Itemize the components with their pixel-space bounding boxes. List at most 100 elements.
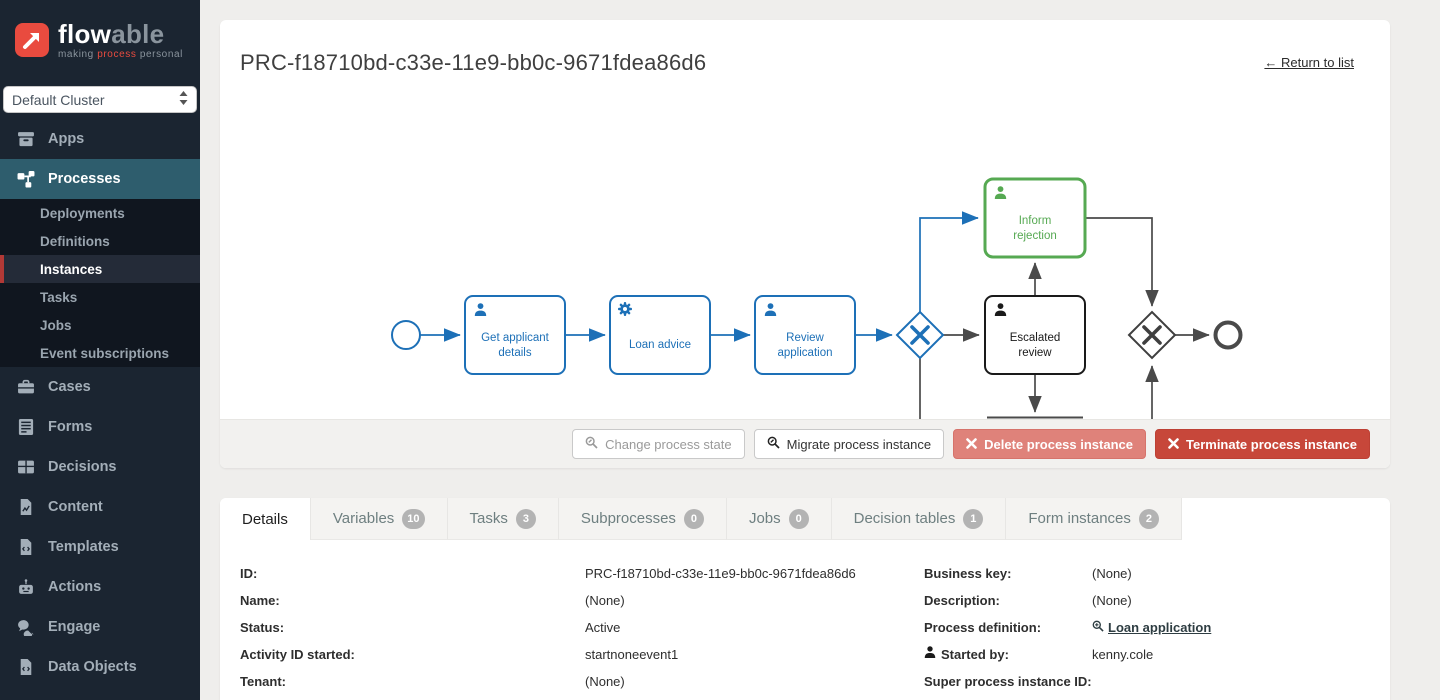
flowable-logo-icon bbox=[15, 23, 49, 57]
bpmn-task-loan-advice: Loan advice bbox=[609, 295, 711, 375]
logo-tagline: making process personal bbox=[58, 48, 183, 60]
svg-text:Loan advice: Loan advice bbox=[629, 339, 691, 351]
chat-bubbles-icon bbox=[17, 618, 35, 636]
detail-value-started-by: kenny.cole bbox=[1092, 646, 1154, 662]
process-instance-panel: Get applicant details Loan advice Review… bbox=[220, 20, 1390, 468]
detail-label-name: Name: bbox=[240, 592, 280, 608]
panel-header: PRC-f18710bd-c33e-11e9-bb0c-9671fdea86d6… bbox=[220, 20, 1390, 76]
process-definition-link[interactable]: Loan application bbox=[1092, 620, 1211, 635]
detail-label-activity-id-started: Activity ID started: bbox=[240, 646, 355, 662]
sidebar-item-decisions[interactable]: Decisions bbox=[0, 447, 200, 487]
bpmn-task-get-applicant-details: Get applicant details bbox=[464, 295, 566, 375]
svg-text:Review: Review bbox=[786, 332, 824, 344]
sidebar-item-processes[interactable]: Processes bbox=[0, 159, 200, 199]
count-badge: 0 bbox=[788, 508, 809, 529]
sidebar-item-engage[interactable]: Engage bbox=[0, 607, 200, 647]
svg-text:rejection: rejection bbox=[1013, 230, 1056, 242]
sidebar-item-content[interactable]: Content bbox=[0, 487, 200, 527]
cluster-select[interactable]: Default Cluster bbox=[3, 86, 197, 113]
detail-label-id: ID: bbox=[240, 565, 258, 581]
select-updown-icon bbox=[179, 91, 188, 108]
sidebar-subitem-jobs[interactable]: Jobs bbox=[40, 317, 72, 333]
file-code-icon bbox=[17, 658, 35, 676]
return-to-list-link[interactable]: ← Return to list bbox=[1264, 55, 1354, 70]
decision-table-icon bbox=[17, 458, 35, 476]
count-badge: 3 bbox=[515, 508, 536, 529]
sidebar-item-forms[interactable]: Forms bbox=[0, 407, 200, 447]
terminate-process-instance-button[interactable]: Terminate process instance bbox=[1155, 429, 1370, 459]
flowable-logo: flowable making process personal bbox=[0, 0, 200, 80]
migrate-process-instance-button[interactable]: Migrate process instance bbox=[753, 429, 945, 459]
tab-details[interactable]: Details bbox=[220, 498, 311, 540]
delete-process-instance-button[interactable]: Delete process instance bbox=[953, 429, 1146, 459]
detail-value-activity-id-started: startnoneevent1 bbox=[585, 646, 679, 662]
cluster-select-value: Default Cluster bbox=[12, 91, 105, 108]
sidebar-item-templates[interactable]: Templates bbox=[0, 527, 200, 567]
detail-value-name: (None) bbox=[585, 592, 625, 608]
magnifier-edit-icon bbox=[767, 436, 780, 452]
svg-text:Inform: Inform bbox=[1019, 215, 1052, 227]
user-icon bbox=[924, 646, 936, 662]
svg-text:application: application bbox=[778, 347, 833, 359]
bpmn-task-escalated-review: Escalated review bbox=[984, 295, 1086, 375]
robot-icon bbox=[17, 578, 35, 596]
sidebar-subitem-event-subscriptions[interactable]: Event subscriptions bbox=[40, 345, 170, 361]
briefcase-icon bbox=[17, 378, 35, 396]
bpmn-end-event bbox=[1213, 320, 1243, 350]
sidebar-subitem-tasks[interactable]: Tasks bbox=[40, 289, 78, 305]
processes-icon bbox=[17, 170, 35, 188]
page-title: PRC-f18710bd-c33e-11e9-bb0c-9671fdea86d6 bbox=[240, 50, 707, 75]
change-process-state-button[interactable]: Change process state bbox=[572, 429, 745, 459]
svg-text:review: review bbox=[1018, 347, 1052, 359]
detail-value-super-process-instance-id bbox=[1092, 672, 1390, 690]
detail-label-started-by: Started by: bbox=[924, 645, 1092, 663]
sidebar-subitem-instances[interactable]: Instances bbox=[0, 255, 200, 283]
sidebar-nav: Apps Processes Deployments Definitions I… bbox=[0, 119, 200, 687]
flow-gateway-to-inform-rejection bbox=[919, 211, 979, 312]
svg-text:details: details bbox=[498, 347, 531, 359]
count-badge: 1 bbox=[963, 508, 984, 529]
detail-label-business-key: Business key: bbox=[924, 565, 1012, 581]
svg-text:Escalated: Escalated bbox=[1010, 332, 1061, 344]
detail-value-description: (None) bbox=[1092, 592, 1132, 608]
detail-label-status: Status: bbox=[240, 619, 285, 635]
sidebar-item-data-objects[interactable]: Data Objects bbox=[0, 647, 200, 687]
logo-wordmark: flowable bbox=[58, 18, 165, 49]
detail-value-status: Active bbox=[585, 619, 621, 635]
flow-inform-to-gateway2 bbox=[1085, 217, 1159, 307]
file-chart-icon bbox=[17, 498, 35, 516]
x-icon bbox=[966, 437, 977, 452]
action-bar: Change process state Migrate process ins… bbox=[220, 419, 1390, 468]
sidebar-item-cases[interactable]: Cases bbox=[0, 367, 200, 407]
svg-text:Get applicant: Get applicant bbox=[481, 332, 550, 344]
bpmn-task-review-application: Review application bbox=[754, 295, 856, 375]
detail-label-super-process-instance-id: Super process instance ID: bbox=[924, 673, 1092, 689]
form-icon bbox=[17, 418, 35, 436]
bpmn-start-event bbox=[391, 320, 421, 350]
sidebar-subitem-definitions[interactable]: Definitions bbox=[40, 233, 110, 249]
detail-label-process-definition: Process definition: bbox=[924, 619, 1042, 635]
magnifier-edit-icon bbox=[585, 436, 598, 452]
sidebar-item-apps[interactable]: Apps bbox=[0, 119, 200, 159]
apps-icon bbox=[17, 130, 35, 148]
detail-label-description: Description: bbox=[924, 592, 1000, 608]
count-badge: 10 bbox=[402, 508, 425, 529]
detail-value-business-key: (None) bbox=[1092, 565, 1132, 581]
file-code-icon bbox=[17, 538, 35, 556]
sidebar-subitem-deployments[interactable]: Deployments bbox=[40, 205, 125, 221]
sidebar: flowable making process personal Default… bbox=[0, 0, 200, 700]
bpmn-exclusive-gateway-2 bbox=[1127, 310, 1177, 360]
detail-value-id: PRC-f18710bd-c33e-11e9-bb0c-9671fdea86d6 bbox=[585, 565, 856, 581]
count-badge: 2 bbox=[1138, 508, 1159, 529]
x-icon bbox=[1168, 437, 1179, 452]
bpmn-diagram: Get applicant details Loan advice Review… bbox=[391, 177, 1243, 419]
sidebar-item-actions[interactable]: Actions bbox=[0, 567, 200, 607]
